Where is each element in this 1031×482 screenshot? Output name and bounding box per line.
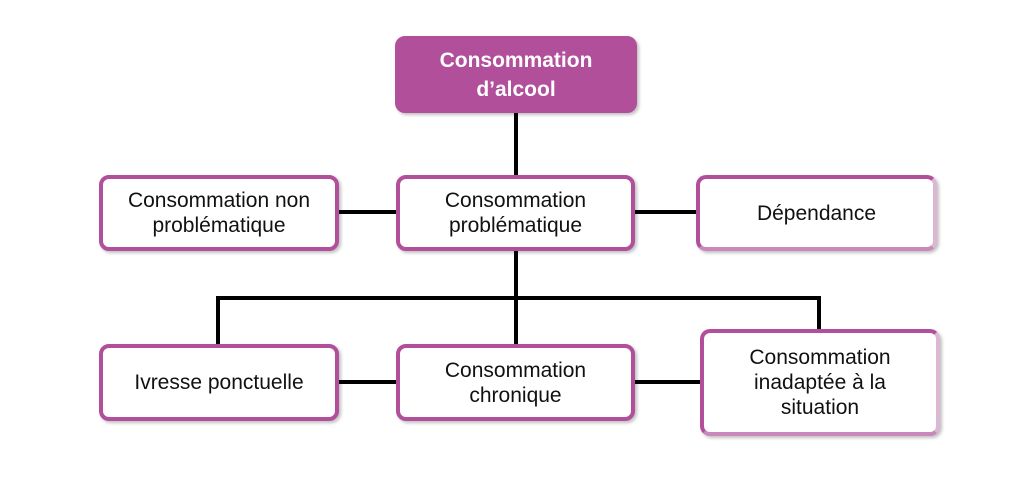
node-consommation-chronique-label: Consommation chronique [444, 358, 587, 407]
node-consommation-inadaptee-label: Consommation inadaptée à la situation [749, 346, 891, 419]
node-dependance: Dépendance [696, 175, 937, 251]
node-consommation-chronique: Consommation chronique [396, 344, 635, 421]
node-consommation-problematique: Consommation problématique [396, 175, 635, 251]
node-dependance-label: Dépendance [756, 201, 877, 225]
node-consommation-non-problematique: Consommation non problématique [99, 175, 339, 251]
node-consommation-alcool-label: Consommation d’alcool [439, 48, 593, 101]
node-ivresse-ponctuelle: Ivresse ponctuelle [99, 344, 339, 421]
node-consommation-problematique-label: Consommation problématique [444, 189, 587, 237]
node-ivresse-ponctuelle-label: Ivresse ponctuelle [134, 371, 304, 394]
node-consommation-inadaptee: Consommation inadaptée à la situation [700, 329, 940, 436]
node-consommation-non-problematique-label: Consommation non problématique [127, 189, 311, 237]
node-consommation-alcool: Consommation d’alcool [395, 36, 637, 113]
